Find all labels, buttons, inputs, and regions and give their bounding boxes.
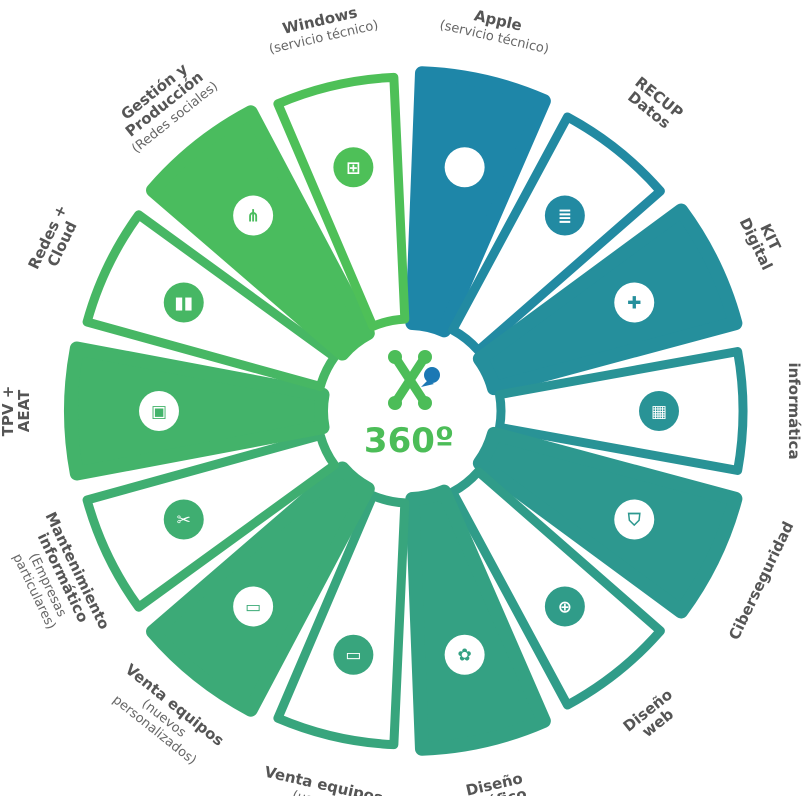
- icon-glyph: ▮▮: [174, 294, 193, 314]
- segment-shape: [64, 341, 330, 481]
- icon-glyph: ▭: [345, 646, 361, 666]
- apple-icon: [444, 147, 485, 188]
- pos-terminal-icon: ▣: [139, 391, 179, 431]
- globe-cursor-icon: ⊕: [544, 586, 585, 627]
- segment-shape: [273, 72, 410, 331]
- segment-label: TPV +AEAT: [0, 386, 33, 437]
- segment-shape: [82, 431, 340, 612]
- segment-shape: [405, 66, 551, 338]
- icon-glyph: ⊕: [558, 597, 572, 617]
- icon-glyph: ≣: [558, 207, 572, 227]
- laptop-icon: ▭: [233, 586, 274, 627]
- database-icon: ≣: [544, 195, 585, 236]
- logo-icon: [388, 350, 440, 410]
- icon-glyph: ⋔: [246, 207, 260, 227]
- segment-shape: [82, 210, 340, 391]
- icon-glyph: ✂: [177, 510, 191, 530]
- icon-glyph: ✿: [458, 646, 472, 666]
- segment-mantenimiento-informático[interactable]: ✂ Mantenimientoinformático(Empresaspartic…: [0, 431, 340, 653]
- segment-apple[interactable]: Apple(servicio técnico): [405, 0, 554, 338]
- segment-label: Windows(servicio técnico): [268, 3, 380, 57]
- icon-glyph: ⊞: [346, 158, 360, 178]
- chip-icon: ▦: [639, 391, 679, 431]
- segment-tpv-aeat[interactable]: ▣ TPV +AEAT: [0, 341, 330, 481]
- center-label: 360º: [364, 421, 454, 461]
- laptop-icon: ▭: [333, 634, 374, 675]
- label-title: gráfico: [467, 785, 528, 796]
- segment-shape: [472, 426, 743, 619]
- segment-label: Venta equipos(usados): [263, 763, 385, 796]
- label-title: Venta equipos: [263, 763, 385, 796]
- segment-label: Diseñográfico: [464, 769, 528, 796]
- label-title: TPV +: [0, 386, 17, 437]
- shield-icon: ⛉: [614, 499, 655, 540]
- network-cable-icon: ▮▮: [163, 282, 204, 323]
- segment-label: Ciberseguridad: [725, 519, 797, 643]
- label-title: Ciberseguridad: [725, 519, 797, 643]
- segment-diseño-gráfico[interactable]: ✿ Diseñográfico: [405, 484, 551, 796]
- segment-shape: [273, 491, 410, 750]
- icon-glyph: ▣: [151, 402, 167, 422]
- tools-icon: ✂: [163, 499, 204, 540]
- label-title: Consultoría: [801, 363, 804, 460]
- share-icon: ⋔: [233, 195, 274, 236]
- segment-shape: [472, 203, 743, 396]
- palette-icon: ✿: [444, 634, 485, 675]
- icon-glyph: ✚: [627, 294, 641, 314]
- label-title: informática: [785, 362, 803, 459]
- segment-label: Apple(servicio técnico): [438, 6, 550, 57]
- windows-icon: ⊞: [333, 147, 374, 188]
- label-title: AEAT: [15, 389, 33, 432]
- segment-label: Redes +Cloud: [25, 202, 81, 272]
- segment-label: Mantenimientoinformático(Empresasparticu…: [9, 509, 113, 632]
- segment-shape: [495, 347, 748, 475]
- icon-glyph: ⛉: [627, 510, 641, 530]
- icon-glyph: ▦: [651, 402, 667, 422]
- center-logo: 360º: [331, 333, 487, 489]
- segment-windows[interactable]: ⊞ Windows(servicio técnico): [263, 0, 410, 331]
- segment-shape: [405, 484, 551, 756]
- puzzle-icon: ✚: [614, 282, 655, 323]
- icon-glyph: ▭: [245, 597, 261, 617]
